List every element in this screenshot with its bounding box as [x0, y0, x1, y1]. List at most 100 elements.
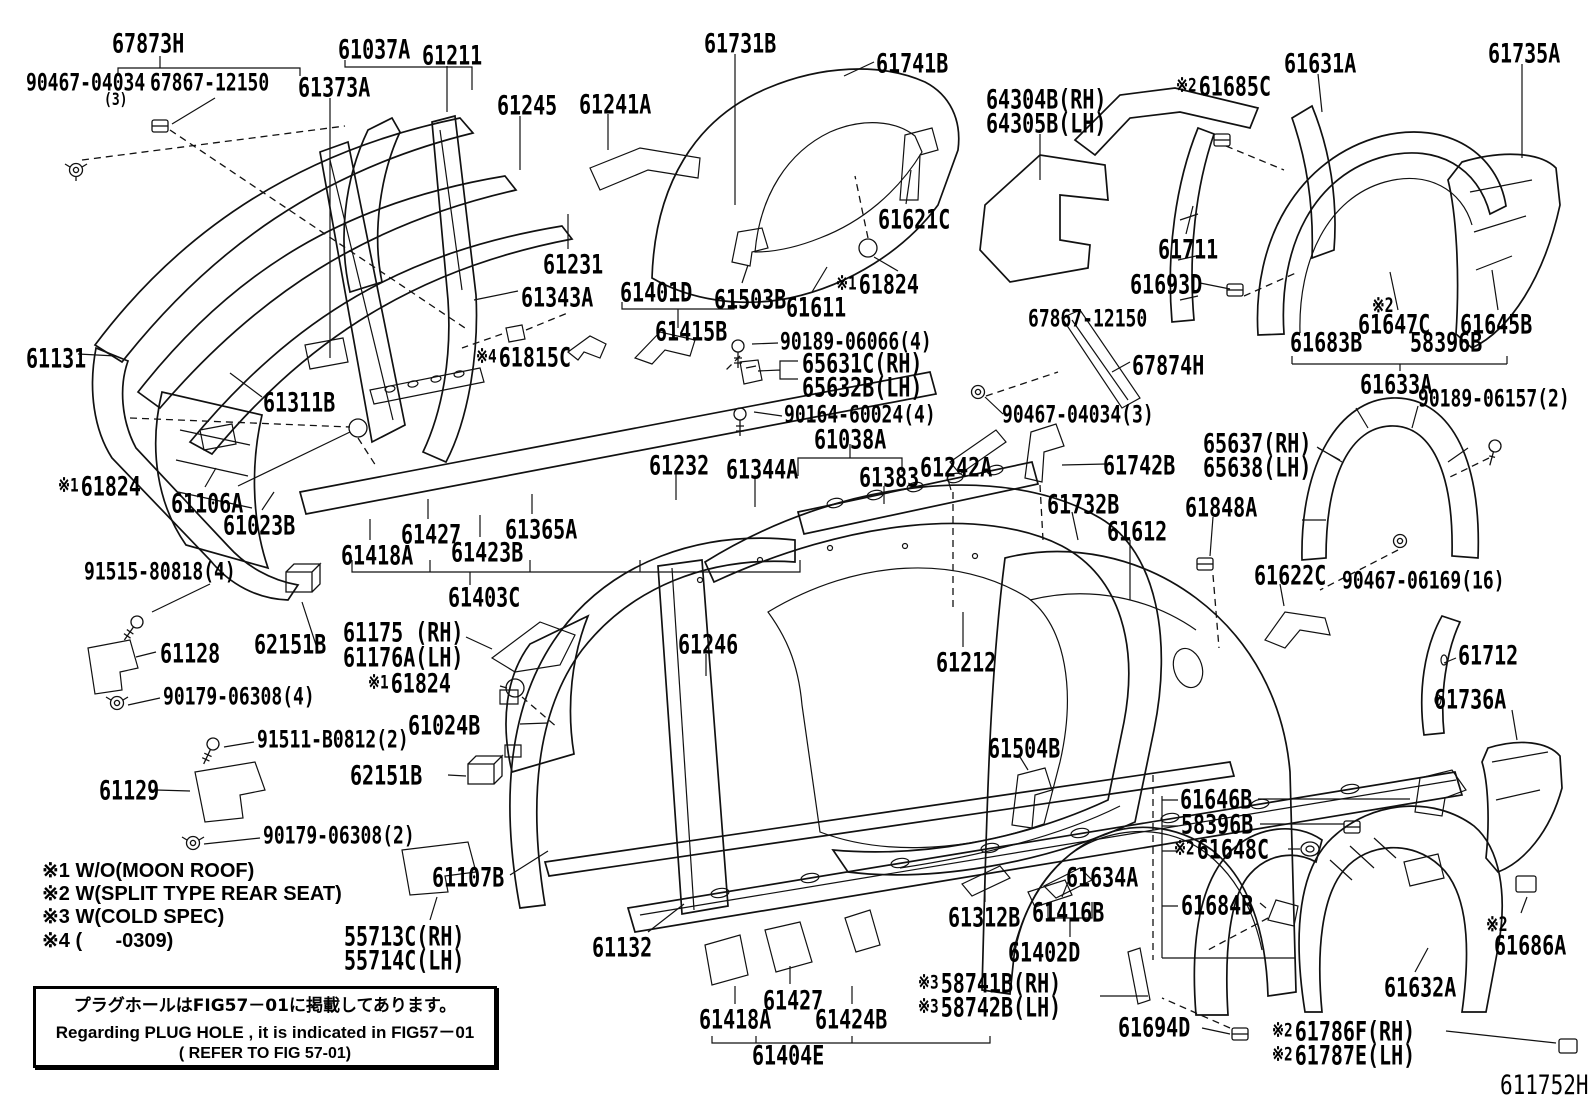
part-label-61741b: 61741B — [876, 50, 948, 76]
part-number-text: 61684B — [1181, 889, 1254, 922]
part-label-61175rh: 61175 (RH) — [343, 619, 463, 645]
part-number-text: 61242A — [920, 451, 993, 484]
part-label-61037a: 61037A — [338, 36, 410, 62]
plug-61824 — [348, 418, 368, 438]
part-label-61418a: 61418A — [341, 542, 413, 568]
part-number-text: 61824 — [858, 268, 919, 301]
part-label-61735a: 61735A — [1488, 40, 1560, 66]
reference-mark: ※1 — [368, 672, 389, 694]
construction-dashed-lines — [81, 125, 1490, 1029]
part-label-61403c: 61403C — [448, 584, 520, 610]
part-number-text: 61711 — [1158, 233, 1219, 266]
plug-note-reference: ( REFER TO FIG 57-01) — [178, 1045, 352, 1062]
part-number-text: 61427 — [763, 984, 824, 1017]
part-number-text: 67873H — [112, 27, 185, 60]
part-label-65631crh: 65631C(RH) — [802, 350, 922, 376]
part-number-text: 67867-12150 — [1028, 305, 1148, 334]
part-label-61129: 61129 — [99, 777, 159, 803]
screw-icon — [1488, 439, 1502, 466]
fender-liner-65637 — [1301, 397, 1480, 561]
cube-62151b — [467, 754, 504, 785]
part-number-text: 61824 — [80, 470, 141, 503]
part-number-text: 61246 — [678, 628, 739, 661]
part-number-text: 61648C — [1196, 833, 1269, 866]
part-number-text: 61632A — [1384, 971, 1457, 1004]
part-number-text: 61211 — [422, 39, 483, 72]
legend-notes: ※1 W/O(MOON ROOF) ※2 W(SPLIT TYPE REAR S… — [42, 860, 342, 953]
part-number-text: 61404E — [752, 1039, 825, 1072]
clip-icon — [1226, 283, 1244, 297]
part-number-text: 61311B — [263, 386, 336, 419]
part-label-61848a: 61848A — [1185, 494, 1257, 520]
part-label-61246: 61246 — [678, 631, 738, 657]
part-number-text: 61129 — [99, 774, 160, 807]
part-label-2: ※2 — [1372, 295, 1394, 316]
part-label-55713crh: 55713C(RH) — [344, 923, 464, 949]
reference-mark: ※4 — [476, 346, 497, 368]
part-number-text: 61645B — [1460, 308, 1533, 341]
part-number-text: 61504B — [988, 732, 1061, 765]
part-number-text: 61231 — [543, 248, 604, 281]
part-number-text: 61106A — [171, 487, 244, 520]
part-label-61132: 61132 — [592, 934, 652, 960]
part-label-65638lh: 65638(LH) — [1203, 454, 1311, 480]
part-label-61373a: 61373A — [298, 74, 370, 100]
part-label-61038a: 61038A — [814, 426, 886, 452]
rear-quarter-upper-panel — [651, 68, 1260, 304]
clip-icon — [1196, 557, 1214, 571]
clip-icon — [1558, 1038, 1578, 1054]
part-label-90467040343: 90467-04034(3) — [1002, 403, 1154, 428]
part-label-61415b: 61415B — [655, 318, 727, 344]
part-number-text: 61107B — [432, 861, 505, 894]
cube-62151b — [285, 562, 322, 593]
nut-icon — [1392, 533, 1408, 549]
part-number-text: 61732B — [1047, 488, 1120, 521]
part-number-text: 61693D — [1130, 268, 1203, 301]
part-label-61401d: 61401D — [620, 279, 692, 305]
part-label-61646b: 61646B — [1180, 786, 1252, 812]
part-label-9046704034: 90467-04034 — [26, 71, 145, 96]
part-label-2: ※2 — [1486, 914, 1508, 935]
part-label-61622c: 61622C — [1254, 562, 1326, 588]
part-label-90164600244: 90164-60024(4) — [784, 403, 936, 428]
reference-mark: ※2 — [1272, 1044, 1293, 1066]
part-number-text: 61622C — [1254, 559, 1327, 592]
plug-note-english: Regarding PLUG HOLE , it is indicated in… — [55, 1023, 475, 1042]
part-number-text: 58396B — [1181, 808, 1254, 841]
part-number-text: 90189-06157(2) — [1418, 385, 1570, 414]
part-number-text: 90179-06308(2) — [263, 822, 415, 851]
part-number-text: 61416B — [1032, 896, 1105, 929]
part-number-text: 64305B(LH) — [986, 107, 1107, 140]
part-number-text: 58742B(LH) — [940, 991, 1062, 1024]
part-number-text: 55714C(LH) — [344, 944, 465, 977]
part-label-61231: 61231 — [543, 251, 603, 277]
reference-mark: ※2 — [1174, 838, 1195, 860]
part-number-text: 61742B — [1103, 449, 1176, 482]
part-label-67874h: 67874H — [1132, 352, 1204, 378]
legend-note-2: ※2 W(SPLIT TYPE REAR SEAT) — [42, 883, 342, 906]
part-label-61245: 61245 — [497, 92, 557, 118]
part-number-text: 61373A — [298, 71, 371, 104]
part-number-text: 61424B — [815, 1003, 888, 1036]
plug-hole-note-box: プラグホールはFIG57－01に掲載してあります。 Regarding PLUG… — [33, 986, 497, 1068]
part-number-text: 61132 — [592, 931, 653, 964]
part-label-61024b: 61024B — [408, 712, 480, 738]
part-number-text: 61312B — [948, 901, 1021, 934]
part-label-61176alh: 61176A(LH) — [343, 644, 463, 670]
part-number-text: 61694D — [1118, 1011, 1191, 1044]
part-number-text: 61685C — [1198, 70, 1271, 103]
reference-mark: ※1 — [58, 475, 79, 497]
part-number-text: 61731B — [704, 27, 777, 60]
part-number-text: 61683B — [1290, 326, 1363, 359]
part-number-text: 62151B — [350, 759, 423, 792]
part-label-61742b: 61742B — [1103, 452, 1175, 478]
part-number-text: 61401D — [620, 276, 693, 309]
part-label-55714clh: 55714C(LH) — [344, 947, 464, 973]
fasteners — [64, 119, 1578, 1054]
part-number-text: 61212 — [936, 646, 997, 679]
